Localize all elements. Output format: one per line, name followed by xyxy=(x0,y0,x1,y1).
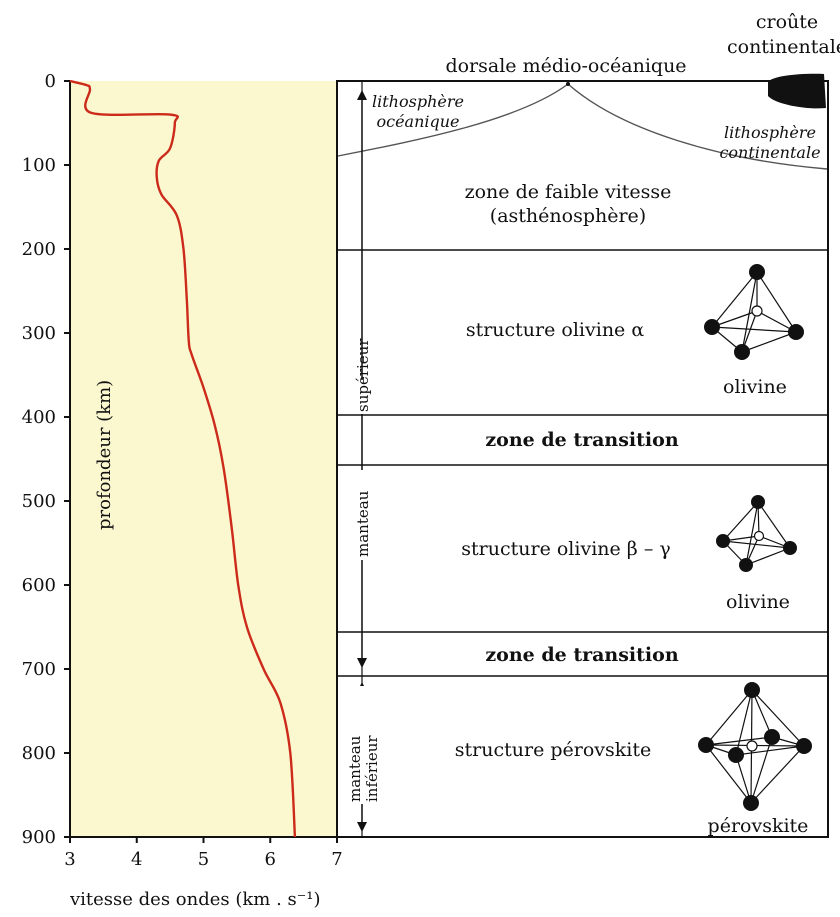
y-tick-label: 900 xyxy=(22,827,56,848)
velocity-chart: 0 100 200 300 400 500 600 700 800 900 3 4 5 6 7 profo… xyxy=(22,71,343,910)
upper-mantle-label-manteau: manteau xyxy=(354,490,372,557)
x-tick-label: 7 xyxy=(331,849,342,870)
y-tick-label: 300 xyxy=(22,323,56,344)
continental-lithosphere-label-1: lithosphère xyxy=(724,123,816,142)
crust-label-line1: croûte xyxy=(756,11,818,33)
x-tick-group: 3 4 5 6 7 xyxy=(64,837,343,870)
olivine-beta-mineral-label: olivine xyxy=(726,591,790,613)
continental-lithosphere-base xyxy=(567,83,828,170)
perovskite-mineral-label: pérovskite xyxy=(708,815,809,837)
olivine-alpha-mineral-label: olivine xyxy=(723,376,787,398)
y-tick-label: 600 xyxy=(22,575,56,596)
upper-mantle-label-bg-b xyxy=(352,470,372,560)
upper-mantle-arrowhead-bottom xyxy=(357,658,367,668)
lower-mantle-label-inferieur: inférieur xyxy=(363,735,381,802)
y-tick-group: 0 100 200 300 400 500 600 700 800 900 xyxy=(22,71,70,848)
x-tick-label: 3 xyxy=(64,849,75,870)
olivine-alpha-zone-label: structure olivine α xyxy=(466,319,645,341)
plot-background xyxy=(70,81,337,837)
x-tick-label: 5 xyxy=(198,849,209,870)
x-axis-label: vitesse des ondes (km . s⁻¹) xyxy=(69,889,321,910)
ridge-point xyxy=(566,82,570,86)
upper-mantle-label-supérieur: supérieur xyxy=(354,338,372,412)
transition-zone-label-1: zone de transition xyxy=(485,429,678,451)
upper-mantle-arrowhead-top xyxy=(357,90,367,100)
ridge-label: dorsale médio-océanique xyxy=(445,55,686,77)
perovskite-zone-label: structure pérovskite xyxy=(455,739,651,761)
earth-structure-diagram: dorsale médio-océanique croûte continent… xyxy=(336,11,840,838)
y-tick-label: 500 xyxy=(22,491,56,512)
olivine-alpha-tetrahedron-icon xyxy=(704,264,804,360)
perovskite-octahedron-icon xyxy=(698,682,812,811)
y-tick-label: 100 xyxy=(22,155,56,176)
transition-zone-label-2: zone de transition xyxy=(485,644,678,666)
oceanic-lithosphere-label-2: océanique xyxy=(376,112,459,131)
y-tick-label: 200 xyxy=(22,239,56,260)
continental-crust-block xyxy=(768,73,826,109)
x-tick-label: 6 xyxy=(265,849,276,870)
continental-lithosphere-label-2: continentale xyxy=(719,143,820,162)
lower-mantle-label-manteau: manteau xyxy=(346,735,364,802)
x-tick-label: 4 xyxy=(131,849,142,870)
olivine-beta-gamma-zone-label: structure olivine β – γ xyxy=(461,538,670,560)
asthenosphere-label: (asthénosphère) xyxy=(490,205,646,227)
velocity-series-line xyxy=(69,79,297,838)
y-tick-label: 800 xyxy=(22,743,56,764)
upper-mantle-label-bg-a xyxy=(352,380,372,414)
y-tick-label: 400 xyxy=(22,407,56,428)
crust-label-line2: continentale xyxy=(727,36,840,58)
low-velocity-zone-label: zone de faible vitesse xyxy=(465,181,672,203)
y-tick-label: 700 xyxy=(22,659,56,680)
y-axis-label: profondeur (km) xyxy=(94,380,115,530)
lower-mantle-arrowhead-bottom xyxy=(357,822,367,832)
lower-mantle-label-bg xyxy=(348,686,376,804)
y-tick-label: 0 xyxy=(45,71,56,92)
oceanic-lithosphere-label-1: lithosphère xyxy=(372,92,464,111)
olivine-beta-tetrahedron-icon xyxy=(716,495,797,572)
diagram-frame xyxy=(336,80,829,838)
oceanic-lithosphere-base xyxy=(337,83,569,157)
